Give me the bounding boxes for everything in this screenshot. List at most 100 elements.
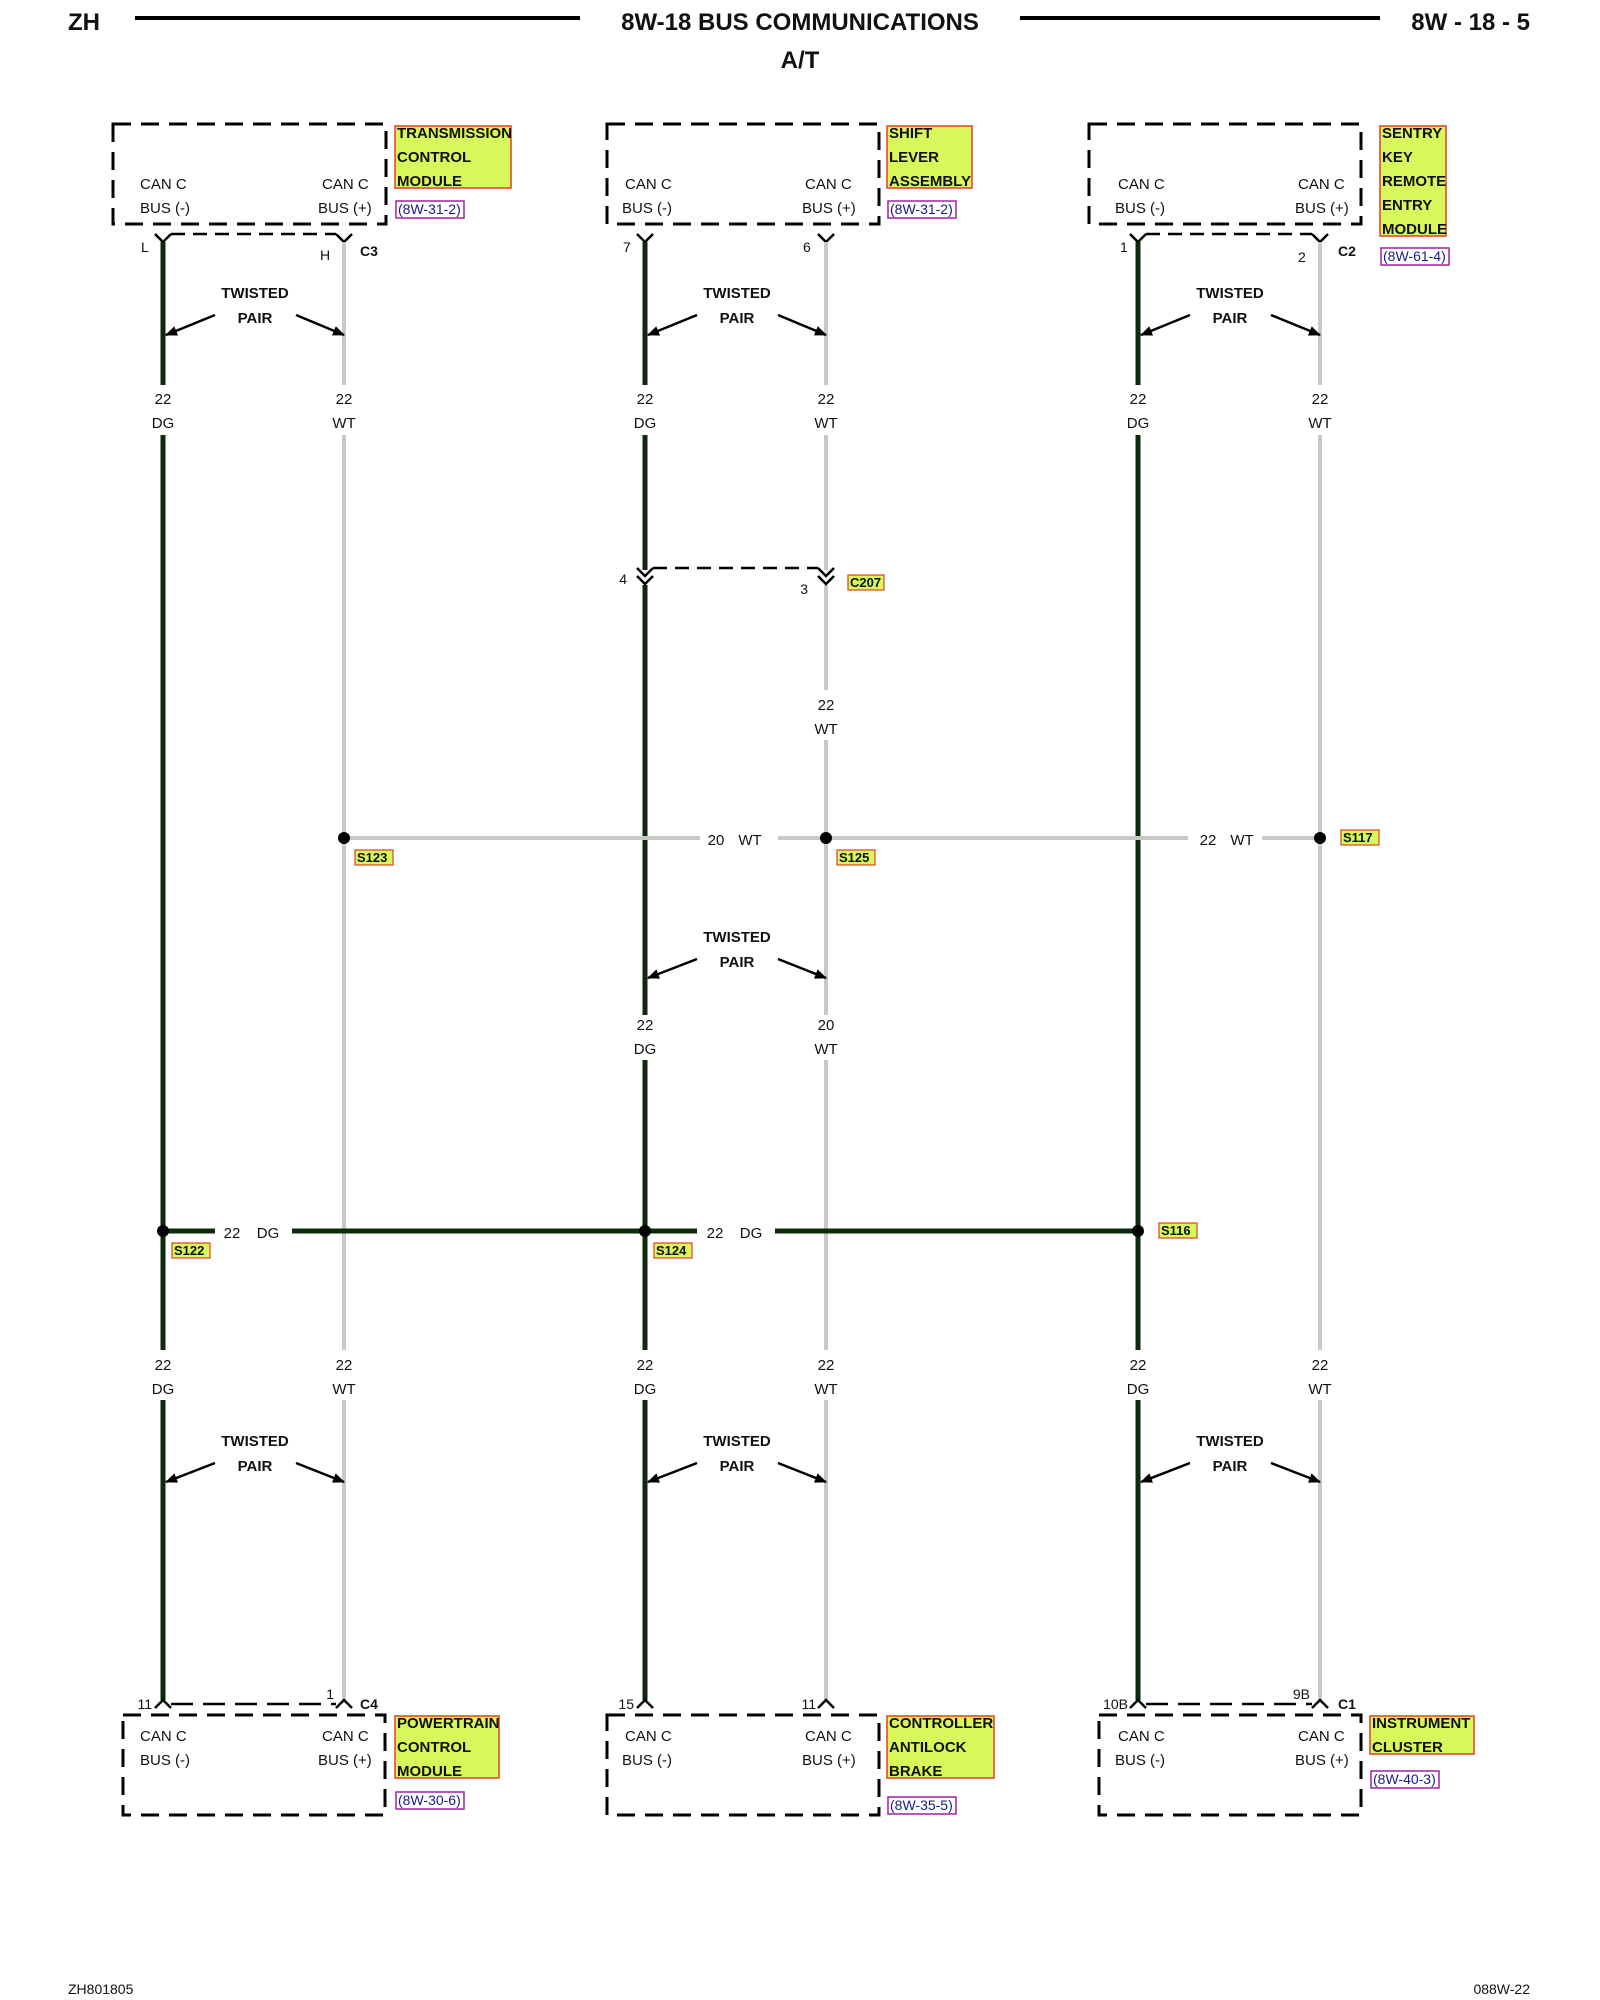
pin-label: 3 xyxy=(800,581,808,597)
module-name-tag xyxy=(1369,1715,1475,1755)
pin-label: 11 xyxy=(137,1696,152,1712)
wire-gauge: 22 xyxy=(637,391,654,408)
module-name-line: INSTRUMENT xyxy=(1372,1715,1470,1732)
wire-gauge: 22 xyxy=(1312,1357,1329,1374)
wt-splices: S123 20 WT S125 22 WT S117 xyxy=(338,829,1380,866)
module-reference-link[interactable]: (8W-40-3) xyxy=(1373,1771,1436,1787)
bus-pos-label: BUS (+) xyxy=(318,1752,372,1769)
module-reference-link[interactable]: (8W-31-2) xyxy=(398,201,461,217)
twisted-pair-top-left: TWISTED PAIR xyxy=(165,285,345,337)
ref-box xyxy=(395,200,465,219)
wire-labels-row2: 22 WT xyxy=(814,697,837,738)
twisted-label: TWISTED xyxy=(703,1433,771,1450)
pin-label: 10B xyxy=(1103,1696,1128,1712)
wire-gauge: 22 xyxy=(1130,1357,1147,1374)
module-box xyxy=(605,122,881,226)
module-box xyxy=(605,1713,881,1817)
pin-label: 11 xyxy=(801,1696,816,1712)
pin-label: 2 xyxy=(1298,249,1306,265)
module-name-tag xyxy=(394,125,512,189)
module-box xyxy=(1087,122,1363,226)
wire-color: DG xyxy=(634,415,657,432)
wire-gauge: 22 xyxy=(637,1017,654,1034)
pair-label: PAIR xyxy=(1213,1458,1248,1475)
wire-gauge: 22 xyxy=(336,1357,353,1374)
twisted-label: TWISTED xyxy=(221,285,289,302)
can-label: CAN C xyxy=(140,1728,187,1745)
can-label: CAN C xyxy=(805,1728,852,1745)
wire-gauge: 22 xyxy=(818,1357,835,1374)
bus-pos-label: BUS (+) xyxy=(1295,1752,1349,1769)
splice-dot xyxy=(338,832,350,844)
module-name-line: POWERTRAIN xyxy=(397,1715,500,1732)
splice-label: S123 xyxy=(357,850,387,865)
splice-label: S117 xyxy=(1343,830,1373,845)
module-name-line: BRAKE xyxy=(889,1763,942,1780)
module-name-line: ANTILOCK xyxy=(889,1739,967,1756)
wire-gauge: 22 xyxy=(1200,832,1217,849)
wire-color: DG xyxy=(634,1381,657,1398)
wire-gauge: 20 xyxy=(818,1017,835,1034)
wire-labels-row3: 22 DG 20 WT xyxy=(634,1017,838,1058)
bus-pos-label: BUS (+) xyxy=(802,200,856,217)
bus-neg-label: BUS (-) xyxy=(1115,200,1165,217)
wire-color: WT xyxy=(332,415,355,432)
wire-color: DG xyxy=(634,1041,657,1058)
wire-gauge: 22 xyxy=(224,1225,241,1242)
splice-dot xyxy=(157,1225,169,1237)
connector-c207: 4 3 C207 xyxy=(619,566,885,597)
dg-splices: 22 DG S122 22 DG S124 S116 xyxy=(157,1222,1198,1259)
module-name-line: REMOTE xyxy=(1382,173,1446,190)
module-name-line: MODULE xyxy=(397,1763,462,1780)
pin-label: 7 xyxy=(623,239,631,255)
wire-color: WT xyxy=(814,1381,837,1398)
module-reference-link[interactable]: (8W-30-6) xyxy=(398,1792,461,1808)
twisted-pair-bottom-center: TWISTED PAIR xyxy=(647,1433,827,1484)
splice-label: S122 xyxy=(174,1243,204,1258)
pin-label: 1 xyxy=(326,1686,334,1702)
wire-color: WT xyxy=(1308,1381,1331,1398)
connector-label: C4 xyxy=(360,1696,378,1712)
wire-color: WT xyxy=(814,1041,837,1058)
module-reference-link[interactable]: (8W-35-5) xyxy=(890,1797,953,1813)
module-pcm: 11 1 C4 CAN C BUS (-) CAN C BUS (+) POWE… xyxy=(121,1686,500,1817)
bus-neg-label: BUS (-) xyxy=(622,200,672,217)
page-header: ZH 8W-18 BUS COMMUNICATIONS 8W - 18 - 5 … xyxy=(68,9,1530,74)
wire-color: WT xyxy=(332,1381,355,1398)
bottom-terminals xyxy=(154,1698,1329,1709)
wire-color: WT xyxy=(1308,415,1331,432)
wire-color: WT xyxy=(814,415,837,432)
pin-label: 6 xyxy=(803,239,811,255)
ref-box xyxy=(887,200,957,219)
bus-pos-label: BUS (+) xyxy=(802,1752,856,1769)
module-name-line: LEVER xyxy=(889,149,939,166)
module-reference-link[interactable]: (8W-31-2) xyxy=(890,201,953,217)
splice-label: S124 xyxy=(656,1243,687,1258)
module-box xyxy=(1097,1713,1363,1817)
module-name-line: CONTROLLER xyxy=(889,1715,993,1732)
page-footer: ZH801805 088W-22 xyxy=(68,1981,1530,1997)
wire-color: WT xyxy=(1230,832,1253,849)
can-label: CAN C xyxy=(625,176,672,193)
module-name-tag xyxy=(394,1715,500,1779)
module-name-tag xyxy=(886,1715,995,1779)
footer-left: ZH801805 xyxy=(68,1981,134,1997)
module-name-line: KEY xyxy=(1382,149,1413,166)
ref-box xyxy=(395,1791,465,1810)
ref-box xyxy=(887,1796,957,1815)
can-label: CAN C xyxy=(322,176,369,193)
module-name-line: TRANSMISSION xyxy=(397,125,512,142)
bus-neg-label: BUS (-) xyxy=(140,1752,190,1769)
module-name-line: ENTRY xyxy=(1382,197,1432,214)
twisted-pair-bottom-left: TWISTED PAIR xyxy=(165,1433,345,1484)
twisted-pair-top-center: TWISTED PAIR xyxy=(647,285,827,337)
wire-color: DG xyxy=(1127,415,1150,432)
connector-label: C3 xyxy=(360,243,378,259)
wire-gauge: 22 xyxy=(707,1225,724,1242)
module-reference-link[interactable]: (8W-61-4) xyxy=(1383,248,1446,264)
pair-label: PAIR xyxy=(720,954,755,971)
twisted-label: TWISTED xyxy=(703,285,771,302)
can-label: CAN C xyxy=(1298,176,1345,193)
twisted-label: TWISTED xyxy=(703,929,771,946)
pin-label: H xyxy=(320,247,330,263)
